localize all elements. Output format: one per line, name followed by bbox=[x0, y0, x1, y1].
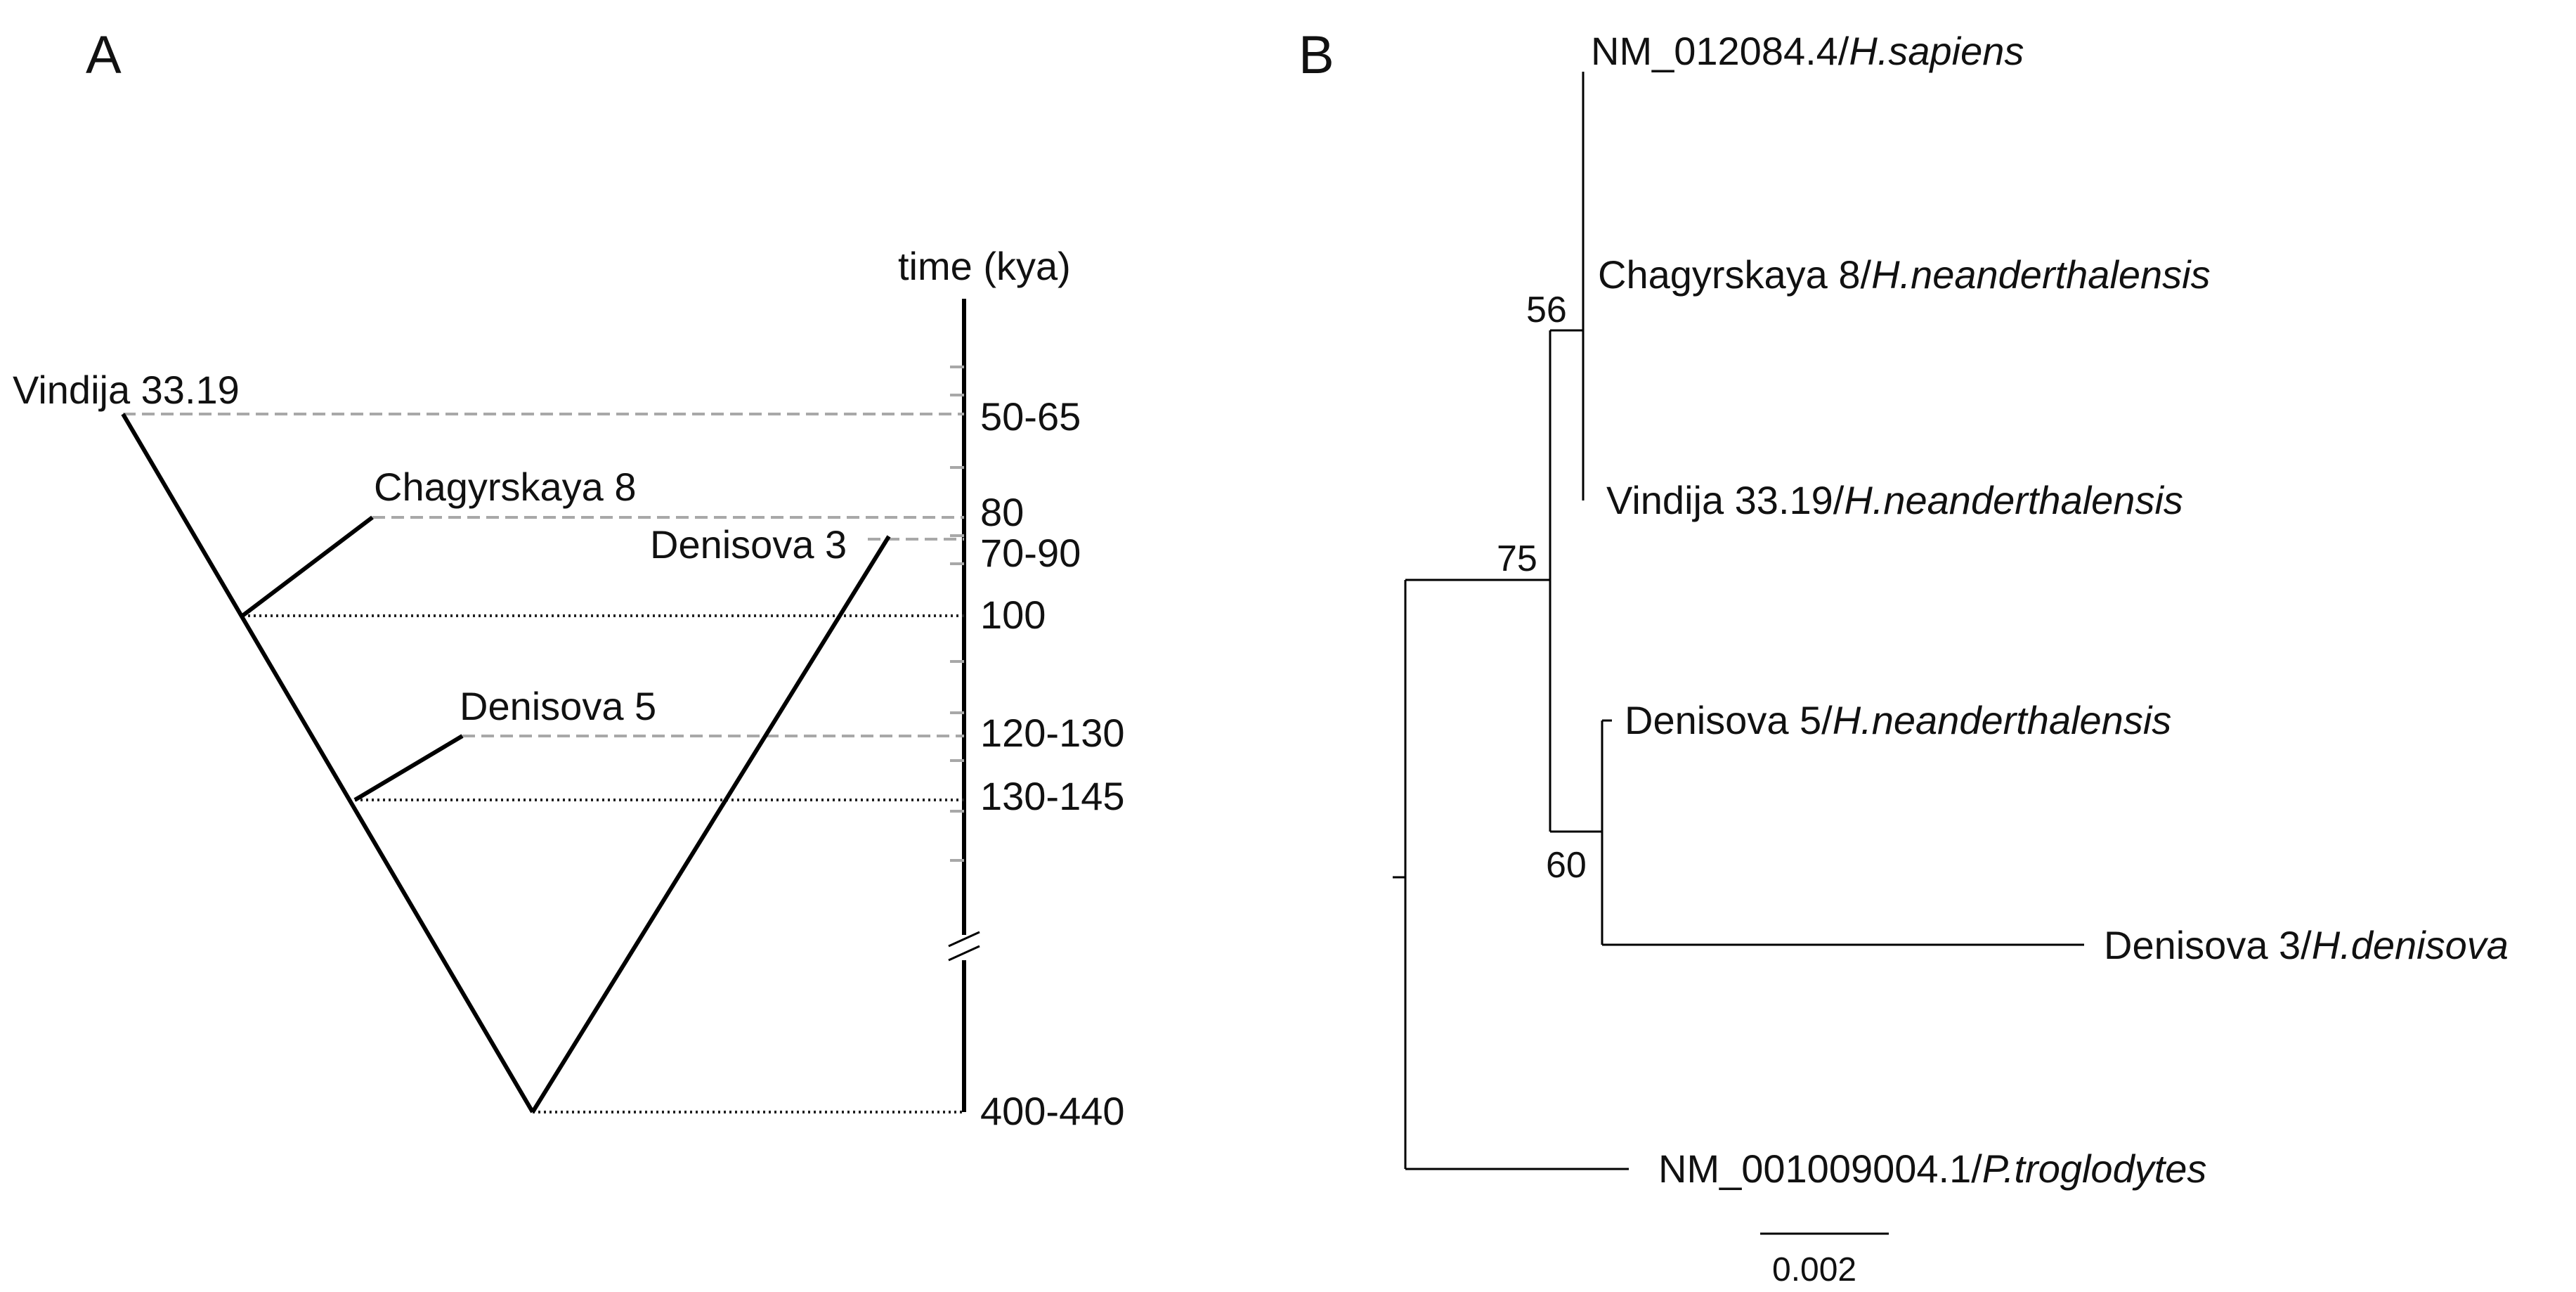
tick-label-120-130: 120-130 bbox=[980, 711, 1125, 755]
axis-break-mark-lower bbox=[948, 945, 980, 962]
tick-label-130-145: 130-145 bbox=[980, 774, 1125, 818]
tick-label-100: 100 bbox=[980, 593, 1046, 637]
time-axis: time (kya) 50-65 80 70-90 100 120-130 13… bbox=[898, 244, 1125, 1133]
branch-denisova-5 bbox=[353, 734, 464, 802]
taxon-label-denisova-5: Denisova 5 bbox=[460, 684, 656, 728]
tick-label-80: 80 bbox=[980, 490, 1024, 534]
support-value-60: 60 bbox=[1546, 845, 1587, 886]
tip-label-h-sapiens: NM_012084.4/H.sapiens bbox=[1591, 29, 2024, 73]
tick-label-70-90: 70-90 bbox=[980, 531, 1081, 575]
tip-label-chagyrskaya-8: Chagyrskaya 8/H.neanderthalensis bbox=[1598, 252, 2211, 297]
time-axis-title: time (kya) bbox=[898, 244, 1071, 288]
taxon-label-denisova-3: Denisova 3 bbox=[650, 522, 847, 567]
axis-break-mark-upper bbox=[948, 931, 980, 948]
tip-label-p-troglodytes: NM_001009004.1/P.troglodytes bbox=[1658, 1146, 2206, 1191]
panel-b: B 56 75 60 NM_012084.4/H.sapiens Chagyrs… bbox=[1299, 25, 2509, 1288]
panel-a: A time (kya) 50-65 80 70-90 100 bbox=[13, 25, 1125, 1133]
tip-label-denisova-5: Denisova 5/H.neanderthalensis bbox=[1625, 698, 2171, 742]
branch-chagyrskaya-8 bbox=[241, 515, 374, 618]
tick-label-50-65: 50-65 bbox=[980, 394, 1081, 439]
tip-label-vindija-33-19: Vindija 33.19/H.neanderthalensis bbox=[1606, 478, 2183, 522]
panel-b-letter: B bbox=[1299, 25, 1334, 85]
branch-neanderthal-lineage bbox=[121, 413, 535, 1113]
support-value-75: 75 bbox=[1497, 538, 1537, 579]
scale-bar-label: 0.002 bbox=[1772, 1251, 1856, 1288]
support-value-56: 56 bbox=[1526, 290, 1567, 330]
tick-label-400-440: 400-440 bbox=[980, 1089, 1125, 1133]
taxon-label-vindija: Vindija 33.19 bbox=[13, 368, 240, 412]
branch-denisova-3 bbox=[531, 535, 891, 1113]
taxon-label-chagyrskaya: Chagyrskaya 8 bbox=[374, 465, 637, 509]
panel-a-letter: A bbox=[86, 25, 122, 85]
tip-label-denisova-3: Denisova 3/H.denisova bbox=[2104, 923, 2509, 967]
